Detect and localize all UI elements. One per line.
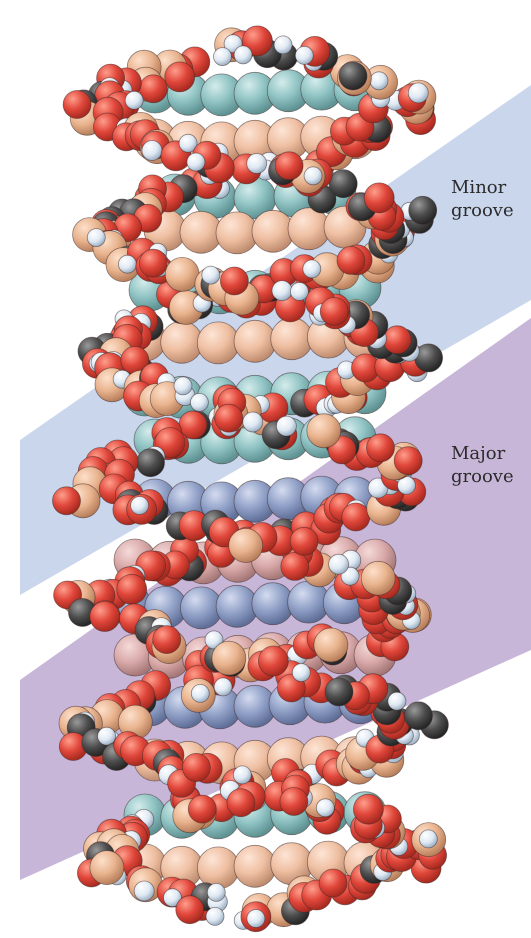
backbone-atom-hydrogen bbox=[202, 266, 220, 284]
backbone-atom-oxygen bbox=[63, 91, 91, 119]
minor-groove-label-line-2: groove bbox=[451, 199, 531, 222]
backbone-atom-phos bbox=[212, 641, 246, 675]
backbone-atom-oxygen bbox=[290, 527, 318, 555]
backbone-atom-hydrogen bbox=[134, 881, 154, 901]
backbone-atom-hydrogen bbox=[316, 799, 334, 817]
backbone-atom-hydrogen bbox=[370, 72, 388, 90]
backbone-atom-oxygen bbox=[337, 246, 365, 274]
backbone-atom-oxygen bbox=[342, 503, 370, 531]
backbone-atom-hydrogen bbox=[87, 229, 105, 247]
backbone-atom-oxygen bbox=[139, 75, 167, 103]
base-pair-atom-peach bbox=[197, 322, 239, 364]
major-groove-label-line-1: Major bbox=[451, 442, 531, 465]
backbone-atom-oxygen bbox=[319, 869, 347, 897]
backbone-atom-hydrogen bbox=[190, 393, 208, 411]
backbone-atom-carbon bbox=[325, 678, 353, 706]
backbone-atom-oxygen bbox=[90, 602, 120, 632]
backbone-atom-hydrogen bbox=[174, 377, 192, 395]
backbone-atom-oxygen bbox=[258, 646, 288, 676]
backbone-atom-hydrogen bbox=[233, 766, 251, 784]
backbone-atom-hydrogen bbox=[125, 91, 143, 109]
backbone-atom-oxygen bbox=[165, 62, 195, 92]
backbone-atom-carbon bbox=[329, 170, 357, 198]
backbone-atom-oxygen bbox=[53, 487, 81, 515]
backbone-atom-oxygen bbox=[176, 896, 204, 924]
backbone-atom-hydrogen bbox=[243, 412, 263, 432]
backbone-atom-hydrogen bbox=[303, 260, 321, 278]
backbone-atom-carbon bbox=[405, 702, 433, 730]
backbone-atom-phos bbox=[314, 628, 348, 662]
backbone-atom-carbon bbox=[339, 62, 367, 90]
backbone-atom-oxygen bbox=[367, 434, 395, 462]
backbone-atom-oxygen bbox=[117, 574, 147, 604]
base-pair-atom-peach bbox=[271, 318, 313, 360]
backbone-atom-oxygen bbox=[227, 789, 255, 817]
backbone-atom-phos bbox=[361, 561, 395, 595]
backbone-atom-phos bbox=[90, 851, 124, 885]
backbone-atom-oxygen bbox=[139, 249, 167, 277]
backbone-atom-hydrogen bbox=[207, 883, 225, 901]
backbone-atom-hydrogen bbox=[247, 910, 265, 928]
backbone-atom-hydrogen bbox=[247, 154, 267, 174]
backbone-atom-hydrogen bbox=[98, 727, 116, 745]
backbone-atom-hydrogen bbox=[419, 830, 437, 848]
backbone-atom-hydrogen bbox=[131, 497, 149, 515]
base-pair-atom-peach bbox=[234, 320, 276, 362]
backbone-atom-phos bbox=[307, 414, 341, 448]
backbone-atom-hydrogen bbox=[214, 678, 232, 696]
major-groove-label-line-2: groove bbox=[451, 465, 531, 488]
backbone-atom-oxygen bbox=[153, 626, 181, 654]
backbone-atom-oxygen bbox=[188, 795, 216, 823]
minor-groove-label: Minor groove bbox=[451, 176, 531, 222]
base-pair-atom-peach bbox=[252, 210, 294, 252]
backbone-atom-hydrogen bbox=[329, 554, 349, 574]
backbone-atom-hydrogen bbox=[234, 46, 252, 64]
backbone-atom-oxygen bbox=[320, 297, 348, 325]
backbone-atom-oxygen bbox=[364, 183, 394, 213]
backbone-atom-phos bbox=[165, 257, 199, 291]
backbone-atom-oxygen bbox=[215, 404, 243, 432]
backbone-atom-oxygen bbox=[281, 552, 309, 580]
backbone-atom-hydrogen bbox=[191, 684, 209, 702]
backbone-atom-hydrogen bbox=[214, 48, 232, 66]
backbone-atom-hydrogen bbox=[388, 692, 406, 710]
backbone-atom-phos bbox=[229, 529, 263, 563]
minor-groove-label-line-1: Minor bbox=[451, 176, 531, 199]
backbone-atom-carbon bbox=[409, 196, 437, 224]
backbone-atom-oxygen bbox=[182, 753, 210, 781]
backbone-atom-hydrogen bbox=[276, 416, 296, 436]
base-pair-atom-peach bbox=[161, 321, 203, 363]
backbone-atom-hydrogen bbox=[292, 664, 310, 682]
backbone-atom-oxygen bbox=[220, 267, 248, 295]
backbone-atom-hydrogen bbox=[118, 255, 136, 273]
backbone-atom-oxygen bbox=[280, 788, 308, 816]
backbone-atom-hydrogen bbox=[274, 36, 292, 54]
backbone-atom-hydrogen bbox=[295, 46, 313, 64]
backbone-atom-hydrogen bbox=[142, 141, 162, 161]
backbone-atom-hydrogen bbox=[272, 281, 292, 301]
backbone-atom-hydrogen bbox=[304, 167, 322, 185]
backbone-atom-hydrogen bbox=[187, 153, 205, 171]
backbone-atom-hydrogen bbox=[290, 283, 308, 301]
base-pair-atom-peach bbox=[234, 845, 276, 887]
backbone-atom-oxygen bbox=[353, 794, 383, 824]
backbone-atom-oxygen bbox=[275, 152, 303, 180]
backbone-atom-hydrogen bbox=[206, 907, 224, 925]
backbone-atom-carbon bbox=[137, 449, 165, 477]
backbone-atom-hydrogen bbox=[408, 83, 428, 103]
backbone-atom-oxygen bbox=[394, 447, 422, 475]
major-groove-label: Major groove bbox=[451, 442, 531, 488]
